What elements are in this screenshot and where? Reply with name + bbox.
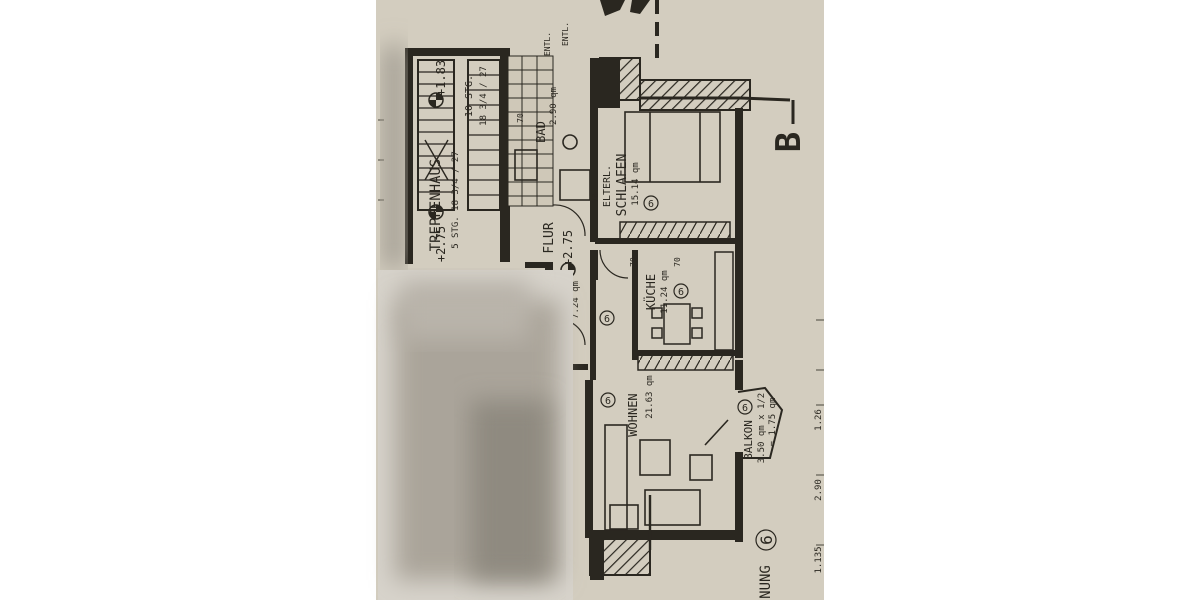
living-furniture xyxy=(604,419,729,550)
label-door-70-bed: 70 xyxy=(591,193,600,203)
label-wohnung: NUNG xyxy=(758,565,774,599)
unit-circle-numbers: 6 6 6 6 6 xyxy=(604,199,748,414)
label-door-70-bath: 70 xyxy=(516,113,525,123)
label-level-hall: +2.75 xyxy=(434,226,448,262)
label-level-top: +1.83 xyxy=(434,60,448,96)
label-kueche-area: 11.24 qm xyxy=(660,270,670,313)
label-door-70-kitchen-2: 70 xyxy=(673,257,682,267)
label-elterl: ELTERL. xyxy=(602,165,613,207)
north-arrow-fragment xyxy=(600,0,659,58)
hatched-wall-blocks xyxy=(589,57,751,580)
svg-text:6: 6 xyxy=(678,287,684,298)
label-flur: FLUR xyxy=(542,222,557,253)
label-wohnen: WOHNEN xyxy=(626,393,640,436)
room-labels: TREPPENHAUS 5 STG. 18 3/4 / 27 10 STG. 1… xyxy=(428,22,778,599)
label-treppenhaus: TREPPENHAUS xyxy=(428,159,444,252)
label-wohnen-area: 21.63 qm xyxy=(645,375,655,418)
label-balkon: BALKON xyxy=(742,420,755,460)
label-kueche: KÜCHE xyxy=(642,274,658,310)
label-steps-top-sub: 18 3/4 / 27 xyxy=(479,66,489,126)
staircase xyxy=(417,59,501,211)
cabinet-rows xyxy=(619,221,734,371)
label-door-70-kitchen-1: 70 xyxy=(629,257,638,267)
label-steps-top: 10 STG. xyxy=(464,75,475,117)
svg-text:6: 6 xyxy=(604,314,610,325)
label-entl-2: ENTL. xyxy=(561,22,570,46)
label-schlafen: SCHLAFEN xyxy=(615,154,630,217)
label-schlafen-area: 15.14 qm xyxy=(631,162,641,205)
label-flur-area: 7.24 qm xyxy=(571,281,581,319)
label-entl-1: ENTL. xyxy=(543,32,552,56)
balcony-outline xyxy=(737,386,784,459)
svg-text:2.90: 2.90 xyxy=(814,479,824,501)
label-balkon-area-2: = 1.75 qm xyxy=(768,398,778,447)
svg-text:1.26: 1.26 xyxy=(814,409,824,431)
label-bad-area: 2.90 qm xyxy=(549,87,559,125)
bed xyxy=(624,111,721,183)
svg-text:1.135: 1.135 xyxy=(814,546,824,573)
right-dimension-ticks xyxy=(816,319,824,546)
svg-text:6: 6 xyxy=(648,199,654,210)
label-level-flur: +2.75 xyxy=(561,230,575,266)
unit-number-large: 6 xyxy=(757,535,776,545)
bathroom-tiles xyxy=(507,55,591,207)
svg-text:6: 6 xyxy=(742,403,748,414)
label-treppenhaus-steps: 5 STG. 18 3/4 / 27 xyxy=(451,151,461,249)
svg-text:6: 6 xyxy=(605,396,611,407)
label-balkon-area: 3.50 qm x 1/2 xyxy=(757,393,767,463)
label-bad: BAD xyxy=(534,121,548,143)
unit-circle-markers xyxy=(599,195,777,551)
kitchen-table xyxy=(651,303,703,345)
redaction-blur xyxy=(378,44,573,600)
section-marker-b: B xyxy=(769,132,809,152)
right-dimension-labels: 1.26 2.90 1.135 xyxy=(814,409,824,573)
